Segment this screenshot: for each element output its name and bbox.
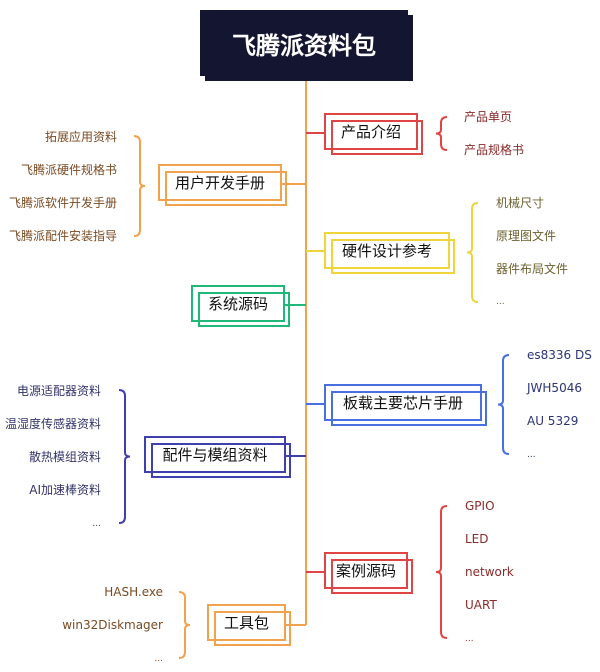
leaf-product-spec[interactable]: 产品规格书 — [464, 143, 525, 157]
leaf-acc-2[interactable]: 散热模组资料 — [28, 450, 101, 464]
leaf-example-1[interactable]: LED — [465, 532, 489, 546]
leaf-example-more[interactable]: ... — [465, 634, 474, 644]
leaf-tool-0[interactable]: HASH.exe — [104, 585, 163, 599]
brace-accessories — [118, 389, 131, 524]
leaf-hardware-2[interactable]: 器件布局文件 — [496, 262, 569, 276]
leaf-chip-more[interactable]: ... — [527, 450, 536, 460]
node-tools[interactable]: 工具包 — [207, 604, 291, 646]
brace-user — [133, 135, 146, 237]
leaf-user-3[interactable]: 飞腾派配件安装指导 — [8, 229, 117, 243]
node-examples[interactable]: 案例源码 — [324, 552, 413, 594]
node-product[interactable]: 产品介绍 — [324, 113, 423, 155]
leaf-hardware-1[interactable]: 原理图文件 — [496, 229, 557, 243]
node-hardware[interactable]: 硬件设计参考 — [324, 232, 455, 274]
leaf-acc-3[interactable]: AI加速棒资料 — [29, 483, 101, 497]
leaf-user-0[interactable]: 拓展应用资料 — [44, 130, 117, 144]
leaf-chip-1[interactable]: JWH5046 — [527, 381, 582, 395]
node-user-manual[interactable]: 用户开发手册 — [158, 164, 287, 206]
leaf-example-3[interactable]: UART — [465, 598, 497, 612]
leaf-chip-2[interactable]: AU 5329 — [527, 414, 579, 428]
leaf-acc-0[interactable]: 电源适配器资料 — [16, 384, 101, 398]
brace-examples — [435, 505, 448, 639]
leaf-tool-more[interactable]: ... — [154, 654, 163, 664]
node-chips[interactable]: 板载主要芯片手册 — [324, 384, 487, 426]
leaf-product-sheet[interactable]: 产品单页 — [464, 110, 513, 124]
leaf-acc-more[interactable]: ... — [92, 519, 101, 529]
leaf-chip-0[interactable]: es8336 DS — [527, 348, 592, 362]
leaf-user-2[interactable]: 飞腾派软件开发手册 — [8, 196, 117, 210]
leaf-example-2[interactable]: network — [465, 565, 514, 579]
brace-chips — [497, 354, 510, 455]
brace-tools — [178, 591, 191, 659]
leaf-acc-1[interactable]: 温湿度传感器资料 — [4, 417, 101, 431]
leaf-hardware-0[interactable]: 机械尺寸 — [496, 196, 545, 210]
root-title: 飞腾派资料包 — [200, 10, 408, 76]
leaf-user-1[interactable]: 飞腾派硬件规格书 — [20, 163, 117, 177]
leaf-hardware-more[interactable]: ... — [496, 297, 505, 307]
brace-product — [435, 116, 448, 151]
leaf-example-0[interactable]: GPIO — [465, 499, 495, 513]
node-system-source[interactable]: 系统源码 — [191, 285, 290, 327]
leaf-tool-1[interactable]: win32Diskmager — [62, 618, 163, 632]
brace-hardware — [466, 202, 479, 303]
node-accessories[interactable]: 配件与模组资料 — [144, 436, 291, 478]
